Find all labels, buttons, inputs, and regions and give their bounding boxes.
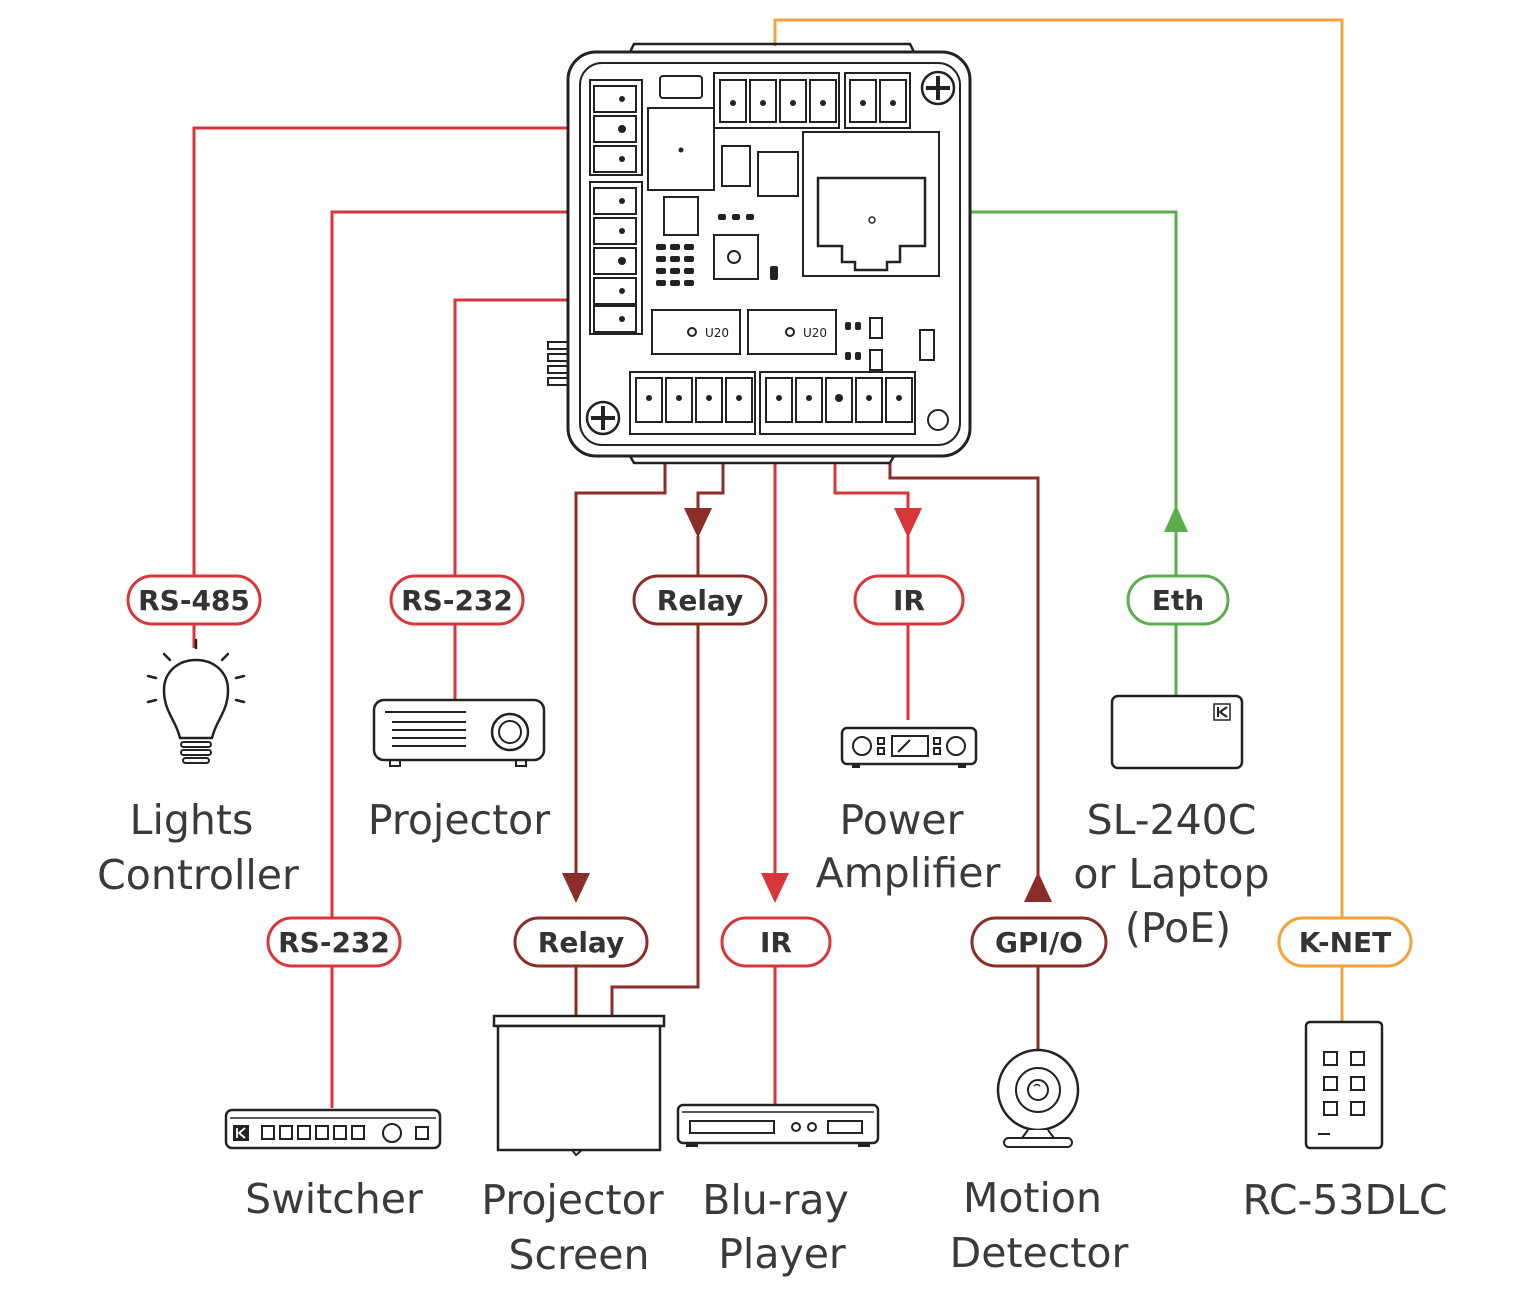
svg-text:K-NET: K-NET — [1299, 926, 1392, 959]
device-name-projector-screen: Projector Screen — [481, 1176, 676, 1279]
amplifier-icon — [840, 726, 978, 768]
device-name-power-amplifier: Power Amplifier — [816, 796, 1001, 897]
gpio-line — [888, 462, 1040, 1050]
svg-text:RS-485: RS-485 — [138, 584, 250, 617]
svg-text:GPI/O: GPI/O — [995, 926, 1083, 959]
svg-text:U20: U20 — [705, 326, 729, 340]
svg-text:Eth: Eth — [1152, 584, 1204, 617]
light-bulb-icon — [146, 638, 246, 764]
relay-top-line — [610, 462, 725, 1018]
ir-bottom-arrow — [761, 873, 789, 903]
device-name-lights: Lights Controller — [97, 796, 299, 899]
connection-lines — [192, 18, 1344, 1108]
device-name-switcher: Switcher — [245, 1175, 423, 1223]
keypad-icon — [1304, 1020, 1384, 1150]
label-ir-bottom: IR — [720, 916, 832, 968]
label-rs232-switcher: RS-232 — [266, 916, 402, 968]
relay-top-arrow — [684, 508, 712, 538]
motion-sensor-icon — [996, 1048, 1080, 1148]
ir-top-arrow — [894, 508, 922, 538]
device-name-sl240c: SL-240C or Laptop (PoE) — [1073, 796, 1282, 952]
knet-line — [773, 18, 1344, 1022]
svg-text:RS-232: RS-232 — [401, 584, 513, 617]
relay-bottom-line — [574, 462, 667, 1018]
projector-icon — [372, 698, 546, 767]
device-names: Lights Controller Projector Power Amplif… — [97, 796, 1447, 1279]
device-name-projector: Projector — [368, 796, 550, 844]
svg-text:Relay: Relay — [657, 584, 743, 617]
label-knet: K-NET — [1277, 916, 1413, 968]
rs232-projector-line — [453, 298, 568, 700]
svg-text:Relay: Relay — [538, 926, 624, 959]
device-name-rc53dlc: RC-53DLC — [1242, 1176, 1447, 1224]
rs485-line — [192, 126, 568, 648]
controller-box-icon — [1110, 694, 1244, 770]
svg-text:RS-232: RS-232 — [278, 926, 390, 959]
label-relay-top: Relay — [632, 574, 768, 626]
projection-screen-icon — [492, 1014, 666, 1157]
svg-text:IR: IR — [760, 926, 792, 959]
label-ir-top: IR — [853, 574, 965, 626]
label-eth: Eth — [1126, 574, 1230, 626]
eth-arrow — [1164, 505, 1188, 532]
eth-line — [940, 210, 1178, 696]
relay-bottom-arrow — [562, 873, 590, 903]
svg-text:U20: U20 — [803, 326, 827, 340]
label-rs232-projector: RS-232 — [389, 574, 525, 626]
label-gpio: GPI/O — [970, 916, 1108, 968]
svg-text:IR: IR — [893, 584, 925, 617]
switcher-icon — [224, 1108, 442, 1150]
connection-labels: RS-485 RS-232 Relay IR Eth RS-232 Relay — [126, 574, 1413, 968]
gpio-arrow — [1024, 872, 1052, 902]
device-name-bluray: Blu-ray Player — [702, 1176, 862, 1278]
label-relay-bottom: Relay — [513, 916, 649, 968]
ir-top-line — [833, 462, 910, 720]
controller-board: U20 U20 — [547, 42, 972, 465]
label-rs485: RS-485 — [126, 574, 262, 626]
bluray-player-icon — [676, 1103, 880, 1147]
rs232-switcher-line — [330, 210, 568, 1108]
device-name-motion-detector: Motion Detector — [950, 1174, 1129, 1277]
